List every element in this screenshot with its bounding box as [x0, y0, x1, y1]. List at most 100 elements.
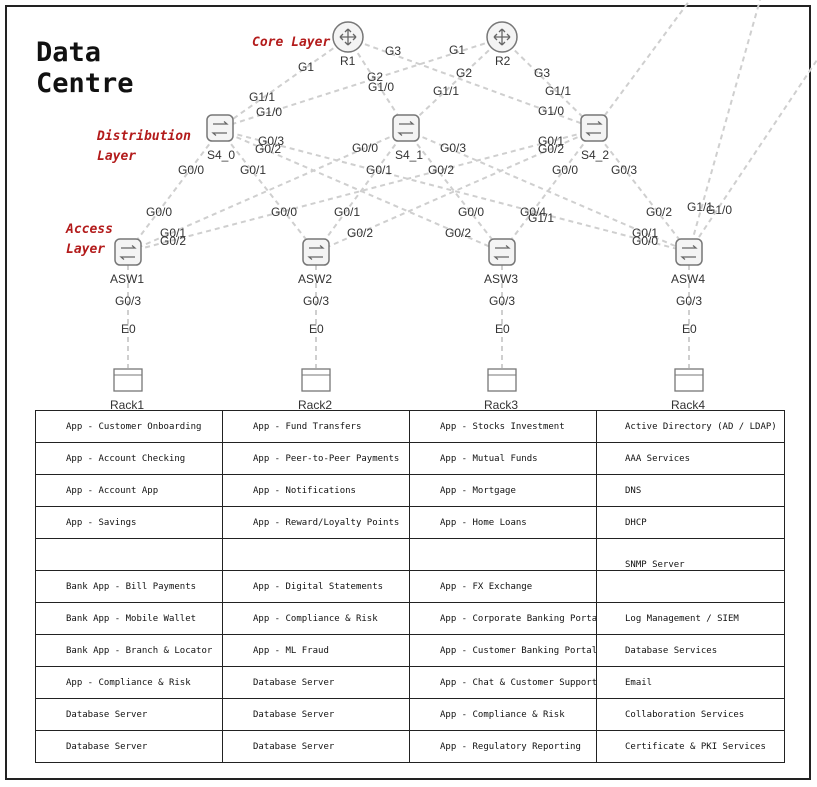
- table-cell: AAA Services: [596, 442, 785, 475]
- if-acc-up-10: G0/2: [646, 205, 673, 219]
- switch-s42-icon: [580, 114, 608, 142]
- rack2-label: Rack2: [298, 398, 333, 412]
- link-s41-asw1: [127, 129, 407, 253]
- diagram-title: Data Centre: [36, 37, 134, 99]
- table-cell: App - Chat & Customer Support: [409, 666, 597, 699]
- table-row: Bank App - Branch & Locator App - ML Fra…: [35, 634, 785, 667]
- table-cell: Bank App - Mobile Wallet: [35, 602, 223, 635]
- core-layer-label: Core Layer: [252, 35, 331, 50]
- switch-asw4-label: ASW4: [671, 272, 706, 286]
- if-dist-down-8: G0/1: [538, 134, 565, 148]
- rack4-label: Rack4: [671, 398, 706, 412]
- table-cell: App - Compliance & Risk: [222, 602, 410, 635]
- rack3-icon: [487, 368, 517, 392]
- table-cell: Database Server: [222, 730, 410, 763]
- if-acc-down-1: G0/3: [303, 294, 330, 308]
- if-acc-up-8: G0/4: [520, 205, 547, 219]
- rack3-label: Rack3: [484, 398, 519, 412]
- table-row: Database Server Database Server App - Re…: [35, 730, 785, 763]
- table-cell: App - Peer-to-Peer Payments: [222, 442, 410, 475]
- if-acc-up-2: G0/2: [160, 234, 187, 248]
- table-row: Database Server Database Server App - Co…: [35, 698, 785, 731]
- title-line-2: Centre: [36, 68, 134, 99]
- table-cell: App - Compliance & Risk: [409, 698, 597, 731]
- switch-asw1-icon: [114, 238, 142, 266]
- if-dist-down-4: G0/0: [352, 141, 379, 155]
- if-dist-down-0: G0/3: [258, 134, 285, 148]
- distribution-label-line-2: Layer: [97, 149, 137, 164]
- switch-s41-label: S4_1: [395, 148, 424, 162]
- table-row: Bank App - Mobile Wallet App - Complianc…: [35, 602, 785, 635]
- table-row: App - Savings App - Reward/Loyalty Point…: [35, 506, 785, 539]
- access-label-line-2: Layer: [66, 242, 106, 257]
- if-dist-down-10: G0/0: [552, 163, 579, 177]
- if-dist-down-7: G0/2: [428, 163, 455, 177]
- table-cell: SNMP Server: [596, 538, 785, 571]
- table-cell: Database Services: [596, 634, 785, 667]
- if-dist-down-11: G0/3: [611, 163, 638, 177]
- table-row: App - Customer Onboarding App - Fund Tra…: [35, 410, 785, 443]
- table-cell: App - Home Loans: [409, 506, 597, 539]
- table-cell: Bank App - Branch & Locator: [35, 634, 223, 667]
- router-r2-label: R2: [495, 54, 511, 68]
- table-cell: App - Mortgage: [409, 474, 597, 507]
- link-s42-ext: [593, 0, 691, 131]
- table-cell: Database Server: [222, 698, 410, 731]
- if-core-3: G2: [367, 70, 384, 84]
- table-cell: App - ML Fraud: [222, 634, 410, 667]
- table-cell: [222, 538, 410, 571]
- link-asw4-ext-2: [688, 59, 817, 253]
- link-s40-asw1: [127, 129, 221, 253]
- router-r1-icon: [332, 21, 364, 53]
- if-dist-up-4: G1/1: [545, 84, 572, 98]
- if-acc-up-5: G0/2: [347, 226, 374, 240]
- if-rack-1: E0: [309, 322, 324, 336]
- switch-asw1-label: ASW1: [110, 272, 145, 286]
- if-rack-2: E0: [495, 322, 510, 336]
- if-dist-up-2: G1/0: [368, 80, 395, 94]
- table-cell: App - Mutual Funds: [409, 442, 597, 475]
- link-r1-s40: [219, 37, 349, 129]
- table-cell: Database Server: [35, 730, 223, 763]
- distribution-label-line-1: Distribution: [97, 129, 191, 144]
- table-cell: App - FX Exchange: [409, 570, 597, 603]
- link-s42-asw3: [501, 129, 595, 253]
- table-cell: App - Stocks Investment: [409, 410, 597, 443]
- if-core-0: G1: [298, 60, 315, 74]
- if-acc-up-9: G1/1: [528, 211, 555, 225]
- switch-s40-label: S4_0: [207, 148, 236, 162]
- table-row: App - Compliance & Risk Database Server …: [35, 666, 785, 699]
- distribution-layer-label: Distribution Layer: [97, 127, 191, 167]
- table-row: App - Account App App - Notifications Ap…: [35, 474, 785, 507]
- table-cell: DNS: [596, 474, 785, 507]
- if-acc-up-0: G0/0: [146, 205, 173, 219]
- switch-asw3-icon: [488, 238, 516, 266]
- if-core-5: G3: [534, 66, 551, 80]
- table-cell: [596, 570, 785, 603]
- table-cell: Database Server: [35, 698, 223, 731]
- if-acc-up-14: G1/0: [706, 203, 733, 217]
- table-cell: DHCP: [596, 506, 785, 539]
- if-rack-0: E0: [121, 322, 136, 336]
- if-acc-down-2: G0/3: [489, 294, 516, 308]
- rack1-label: Rack1: [110, 398, 145, 412]
- table-cell: App - Corporate Banking Portal: [409, 602, 597, 635]
- if-dist-up-0: G1/1: [249, 90, 276, 104]
- if-dist-up-5: G1/0: [538, 104, 565, 118]
- if-rack-3: E0: [682, 322, 697, 336]
- if-dist-up-3: G1/1: [433, 84, 460, 98]
- title-line-1: Data: [36, 37, 102, 68]
- table-cell: App - Fund Transfers: [222, 410, 410, 443]
- switch-asw4-icon: [675, 238, 703, 266]
- if-acc-up-7: G0/2: [445, 226, 472, 240]
- link-s42-asw4: [593, 129, 690, 253]
- switch-s40-icon: [206, 114, 234, 142]
- switch-asw2-label: ASW2: [298, 272, 333, 286]
- table-cell: Active Directory (AD / LDAP): [596, 410, 785, 443]
- router-r2-icon: [486, 21, 518, 53]
- if-core-2: G1: [449, 43, 466, 57]
- table-cell: App - Customer Banking Portal: [409, 634, 597, 667]
- switch-s41-icon: [392, 114, 420, 142]
- table-row: Bank App - Bill Payments App - Digital S…: [35, 570, 785, 603]
- link-s40-asw2: [219, 129, 317, 253]
